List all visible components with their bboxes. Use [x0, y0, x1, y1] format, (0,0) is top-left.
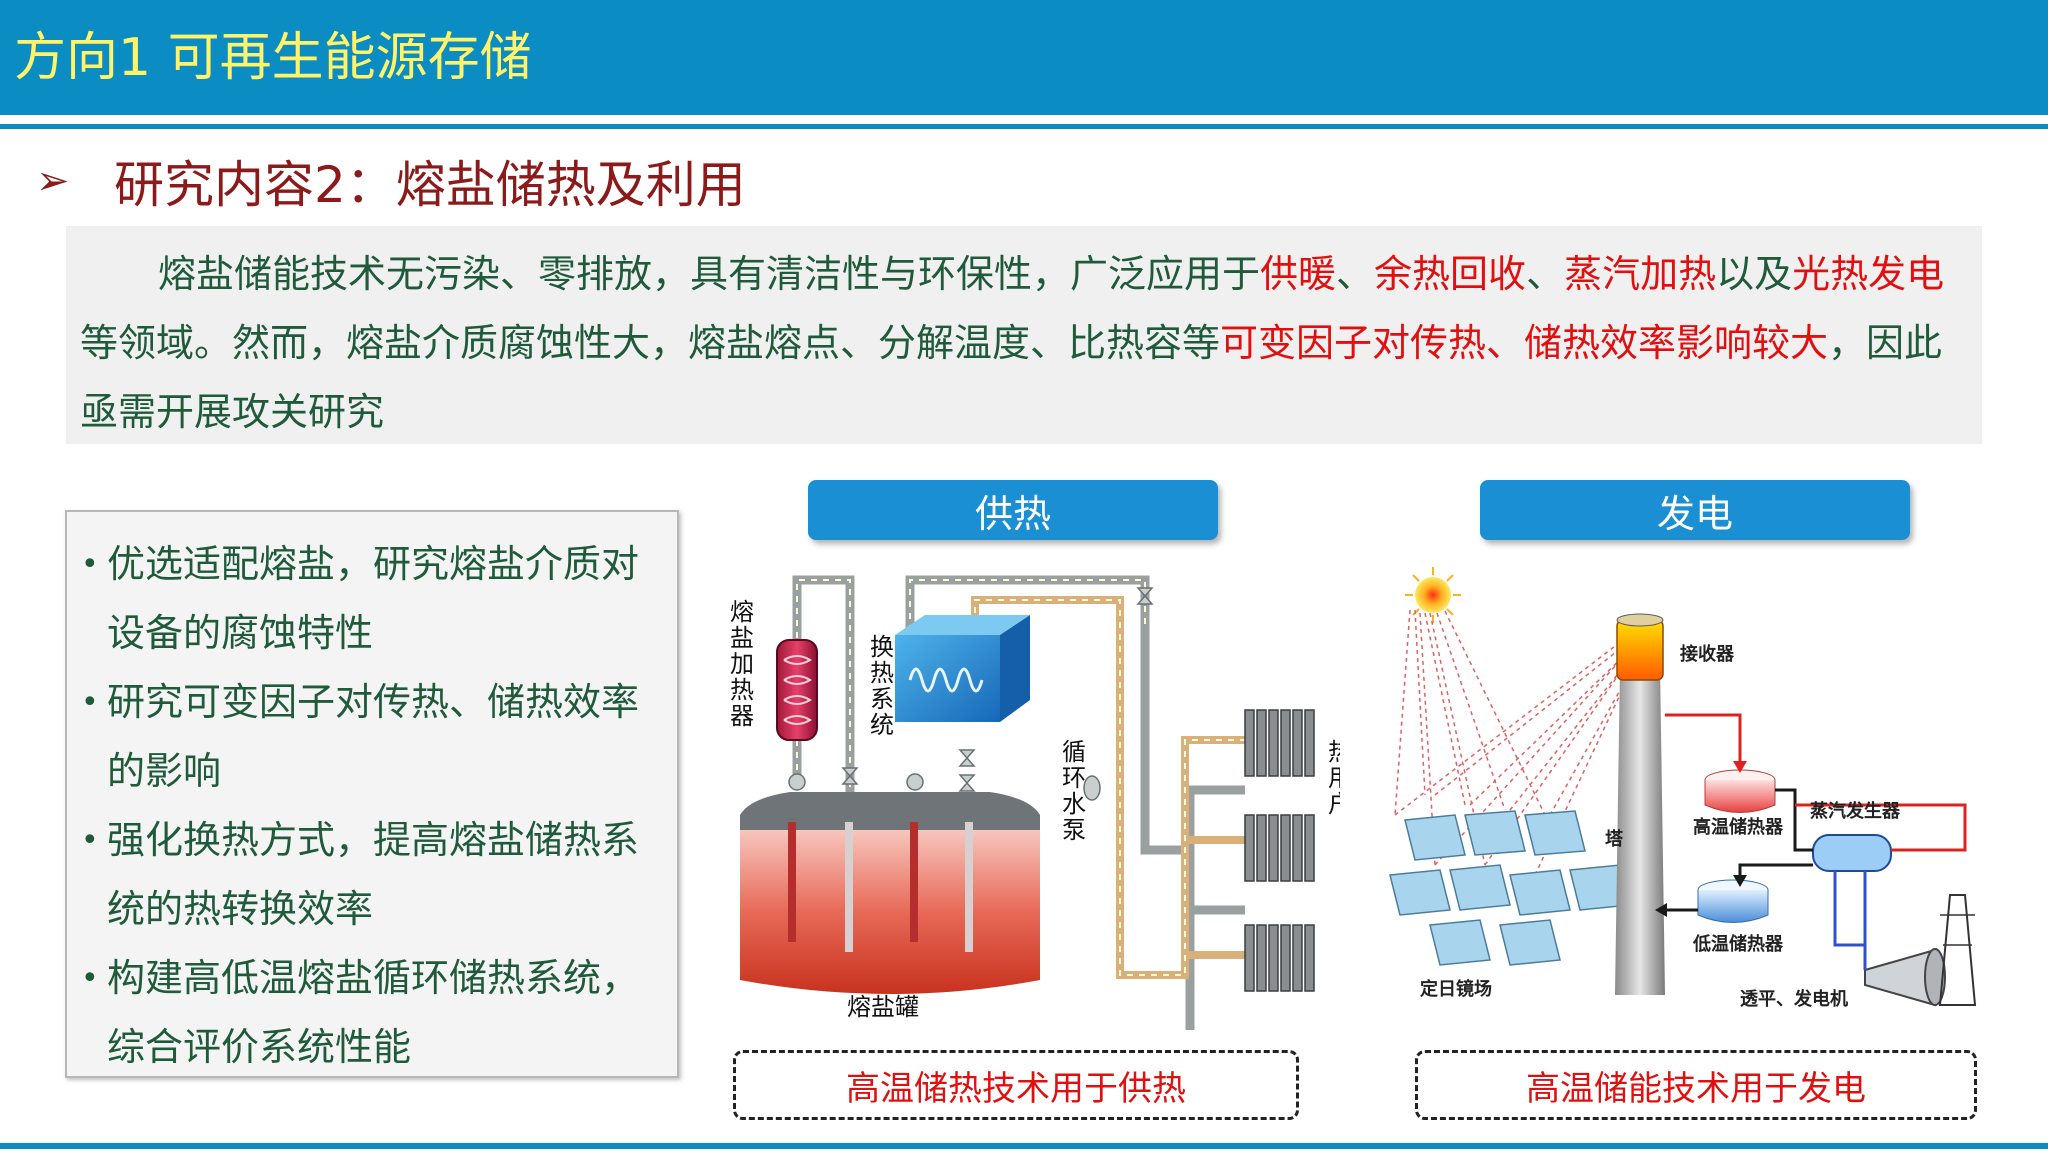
arrow-bullet-icon: ➢ — [36, 158, 70, 204]
cold-tank-label: 低温储热器 — [1692, 933, 1784, 955]
steam-generator-label: 蒸汽发生器 — [1810, 800, 1901, 822]
intro-highlight: 光热发电 — [1792, 252, 1945, 296]
hot-tank-label: 高温储热器 — [1693, 816, 1784, 838]
turbine-label: 透平、发电机 — [1740, 988, 1848, 1010]
bullet-item: •构建高低温熔盐循环储热系统，综合评价系统性能 — [81, 944, 667, 1082]
slide-title: 方向1 可再生能源存储 — [14, 28, 532, 88]
sun-icon — [1405, 567, 1461, 623]
intro-text: 、 — [1526, 252, 1565, 296]
hot-tank-icon — [1704, 769, 1776, 813]
bullet-item: •研究可变因子对传热、储热效率的影响 — [81, 668, 667, 806]
header-bar: 方向1 可再生能源存储 — [0, 0, 2048, 115]
intro-highlight: 供暖 — [1260, 252, 1337, 296]
intro-highlight: 可变因子对传热、储热效率影响较大 — [1220, 321, 1829, 365]
header-divider — [0, 124, 2048, 129]
section-heading: ➢ 研究内容2：熔盐储热及利用 — [36, 148, 746, 214]
intro-paragraph: 熔盐储能技术无污染、零排放，具有清洁性与环保性，广泛应用于供暖、余热回收、蒸汽加… — [66, 226, 1982, 447]
user-label: 热用户 — [1328, 738, 1340, 818]
heating-caption: 高温储热技术用于供热 — [733, 1050, 1299, 1120]
heating-label: 供热 — [808, 480, 1218, 540]
cold-tank-icon — [1697, 879, 1769, 923]
bullet-text: 构建高低温熔盐循环储热系统，综合评价系统性能 — [107, 956, 640, 1069]
heater-icon — [776, 639, 818, 741]
intro-text: 等领域。然而，熔盐介质腐蚀性大，熔盐熔点、分解温度、比热容等 — [80, 321, 1221, 365]
bullet-dot-icon: • — [81, 961, 99, 996]
bullet-dot-icon: • — [81, 547, 99, 582]
bullet-panel: •优选适配熔盐，研究熔盐介质对设备的腐蚀特性 •研究可变因子对传热、储热效率的影… — [65, 510, 679, 1078]
footer-divider — [0, 1143, 2048, 1149]
intro-box: 熔盐储能技术无污染、零排放，具有清洁性与环保性，广泛应用于供暖、余热回收、蒸汽加… — [66, 226, 1982, 444]
valve-icons — [788, 587, 1154, 801]
exchanger-label: 换热系统 — [870, 633, 894, 739]
bullet-list: •优选适配熔盐，研究熔盐介质对设备的腐蚀特性 •研究可变因子对传热、储热效率的影… — [67, 512, 677, 1082]
heating-diagram: 熔盐加热器 换热系统 循环水泵 热用户 熔盐罐 — [730, 575, 1340, 1030]
radiator-icons — [1244, 709, 1315, 992]
bullet-text: 优选适配熔盐，研究熔盐介质对设备的腐蚀特性 — [107, 542, 640, 655]
intro-highlight: 余热回收 — [1374, 252, 1527, 296]
pump-label: 循环水泵 — [1062, 738, 1086, 844]
power-diagram: 接收器 塔 高温储热器 蒸汽发生器 低温储热器 定日镜场 透平、发电机 — [1389, 567, 1977, 1010]
intro-highlight: 蒸汽加热 — [1564, 252, 1717, 296]
heliostat-field-label: 定日镜场 — [1420, 978, 1492, 1000]
bullet-text: 研究可变因子对传热、储热效率的影响 — [107, 680, 640, 793]
intro-text: ，因此亟需开展攻关研究 — [80, 321, 1943, 434]
flow-arrows — [1655, 713, 1967, 970]
heater-label: 熔盐加热器 — [730, 598, 754, 730]
heliostat-field-icon — [1389, 810, 1631, 966]
section-title: 研究内容2：熔盐储热及利用 — [114, 156, 746, 214]
heat-exchanger-icon — [895, 615, 1030, 722]
bullet-dot-icon: • — [81, 823, 99, 858]
power-label: 发电 — [1480, 480, 1910, 540]
bullet-text: 强化换热方式，提高熔盐储热系统的热转换效率 — [107, 818, 640, 931]
intro-text: 熔盐储能技术无污染、零排放，具有清洁性与环保性，广泛应用于 — [158, 252, 1261, 296]
power-caption: 高温储能技术用于发电 — [1415, 1050, 1977, 1120]
turbine-icon — [1864, 894, 1977, 1007]
salt-tank-icon — [740, 792, 1040, 994]
intro-text: 、 — [1336, 252, 1375, 296]
receiver-label: 接收器 — [1680, 643, 1735, 665]
bullet-dot-icon: • — [81, 685, 99, 720]
intro-text: 以及 — [1716, 252, 1793, 296]
tank-label: 熔盐罐 — [847, 993, 919, 1021]
steam-generator-icon — [1812, 834, 1892, 872]
bullet-item: •强化换热方式，提高熔盐储热系统的热转换效率 — [81, 806, 667, 944]
tower-icon — [1615, 613, 1665, 995]
tower-label: 塔 — [1605, 828, 1624, 850]
bullet-item: •优选适配熔盐，研究熔盐介质对设备的腐蚀特性 — [81, 530, 667, 668]
